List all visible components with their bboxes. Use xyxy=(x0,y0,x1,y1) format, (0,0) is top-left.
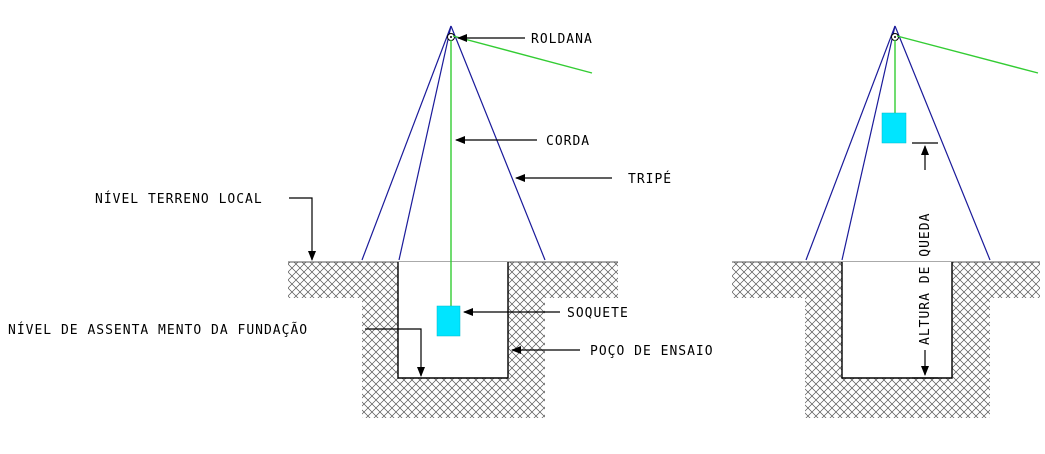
left-rope-diagonal xyxy=(452,35,593,74)
altura-dimension xyxy=(912,142,938,379)
roldana-label: ROLDANA xyxy=(531,32,593,47)
left-tripod xyxy=(361,25,546,261)
poco-label: POÇO DE ENSAIO xyxy=(590,344,714,359)
right-rope-diagonal xyxy=(896,35,1039,74)
nivel-terreno-label: NÍVEL TERRENO LOCAL xyxy=(95,191,263,207)
left-diagram: ROLDANA CORDA TRIPÉ NÍVEL TERRENO LOCAL … xyxy=(8,25,714,418)
right-pit-outline xyxy=(841,262,953,379)
altura-queda-label: ALTURA DE QUEDA xyxy=(918,213,933,345)
nivel-assentamento-label: NÍVEL DE ASSENTA MENTO DA FUNDAÇÃO xyxy=(8,322,308,338)
left-weight xyxy=(436,305,461,337)
tripe-label: TRIPÉ xyxy=(628,171,672,187)
soquete-label: SOQUETE xyxy=(567,306,629,321)
right-tripod xyxy=(805,25,991,261)
left-soil xyxy=(288,262,618,418)
right-weight xyxy=(881,112,907,144)
right-soil xyxy=(732,262,1040,418)
right-diagram: ALTURA DE QUEDA xyxy=(732,25,1040,418)
corda-label: CORDA xyxy=(546,134,590,149)
